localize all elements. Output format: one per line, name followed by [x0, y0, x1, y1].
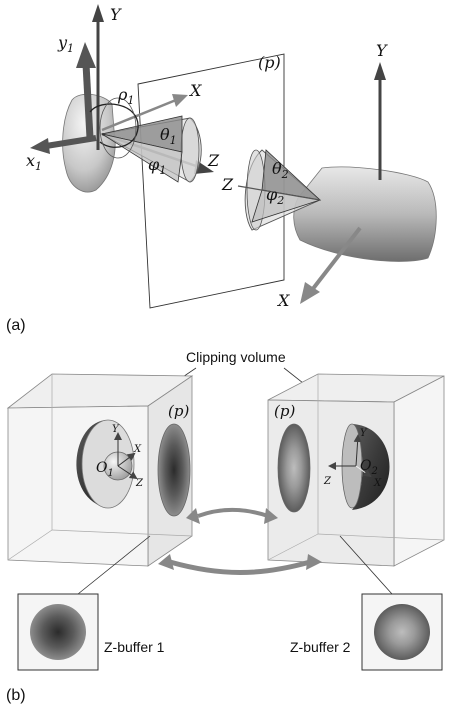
- right-theta-label: θ2: [272, 159, 289, 181]
- left-phi-label: φ1: [148, 155, 166, 177]
- right-z-label-b: Z: [323, 476, 332, 487]
- left-theta-label: θ1: [160, 125, 177, 147]
- left-clip-disk: [157, 423, 191, 517]
- right-phi-label: φ2: [266, 185, 284, 207]
- right-z-label: Z: [221, 175, 234, 194]
- zbuffer1-disk: [30, 604, 86, 660]
- left-y1-axis: [82, 63, 94, 139]
- right-hemisphere: [352, 424, 390, 510]
- left-y-label: Y: [110, 5, 122, 24]
- right-x-axis: [310, 226, 362, 292]
- right-clip-disk: [277, 423, 311, 513]
- zbuffer2-disk: [374, 604, 430, 660]
- left-object: [62, 93, 116, 193]
- panel-b-label: (b): [6, 687, 26, 704]
- left-cone-base: [180, 117, 200, 183]
- left-plane-label: (p): [168, 402, 189, 420]
- left-x1-axis: [45, 135, 97, 149]
- double-arrow-lower: [169, 559, 311, 575]
- right-z-axis: [237, 185, 321, 201]
- left-rho-ring: [99, 97, 137, 159]
- right-y-label: Y: [376, 41, 388, 60]
- left-x-axis-b: [117, 452, 136, 467]
- left-x-arrowhead: [172, 94, 188, 107]
- left-y-arrowhead: [92, 4, 104, 22]
- right-object: [293, 166, 437, 262]
- right-x-axis-b: [355, 465, 372, 478]
- left-x1-label: x1: [26, 151, 42, 173]
- panel-b: Clipping volume: [6, 349, 445, 704]
- zbuffer1-leader: [77, 535, 151, 595]
- right-origin-label: O2: [360, 458, 378, 477]
- zbuffer2-leader: [339, 535, 393, 595]
- right-x-label-b: X: [373, 478, 382, 489]
- right-y-label-b: Y: [360, 428, 368, 439]
- left-origin-label: O1: [96, 460, 114, 479]
- right-y-axis-b: [353, 434, 362, 467]
- left-y1-arrowhead: [76, 42, 96, 68]
- panel-a-label: (a): [6, 317, 26, 334]
- right-plane-label: (p): [274, 402, 295, 420]
- plane-p-label: (p): [258, 53, 281, 72]
- double-arrow-upper: [197, 508, 269, 518]
- left-z-label: Z: [207, 151, 220, 170]
- zbuffer1-label: Z-buffer 1: [104, 639, 165, 655]
- left-x-label: X: [188, 81, 202, 100]
- plane-p: [137, 53, 285, 309]
- left-x-axis: [101, 98, 177, 132]
- left-rho-label: ρ1: [117, 85, 134, 107]
- left-rho-arc: [89, 103, 139, 148]
- left-y-label-b: Y: [112, 424, 120, 435]
- clipping-volume-label: Clipping volume: [186, 349, 286, 365]
- right-x-arrowhead: [300, 282, 320, 304]
- left-x1-arrowhead: [30, 138, 50, 154]
- panel-a: Y y1 x1 X Z ρ1 θ1 φ1 (p) Y Z X θ2 φ2 (a): [6, 4, 437, 334]
- right-x-label: X: [276, 291, 290, 310]
- left-y1-label: y1: [57, 33, 74, 55]
- right-y-arrowhead: [374, 62, 386, 80]
- left-z-axis-b: [117, 465, 138, 480]
- zbuffer2-label: Z-buffer 2: [290, 639, 351, 655]
- left-z-label-b: Z: [135, 478, 144, 489]
- left-x-label-b: X: [133, 444, 142, 455]
